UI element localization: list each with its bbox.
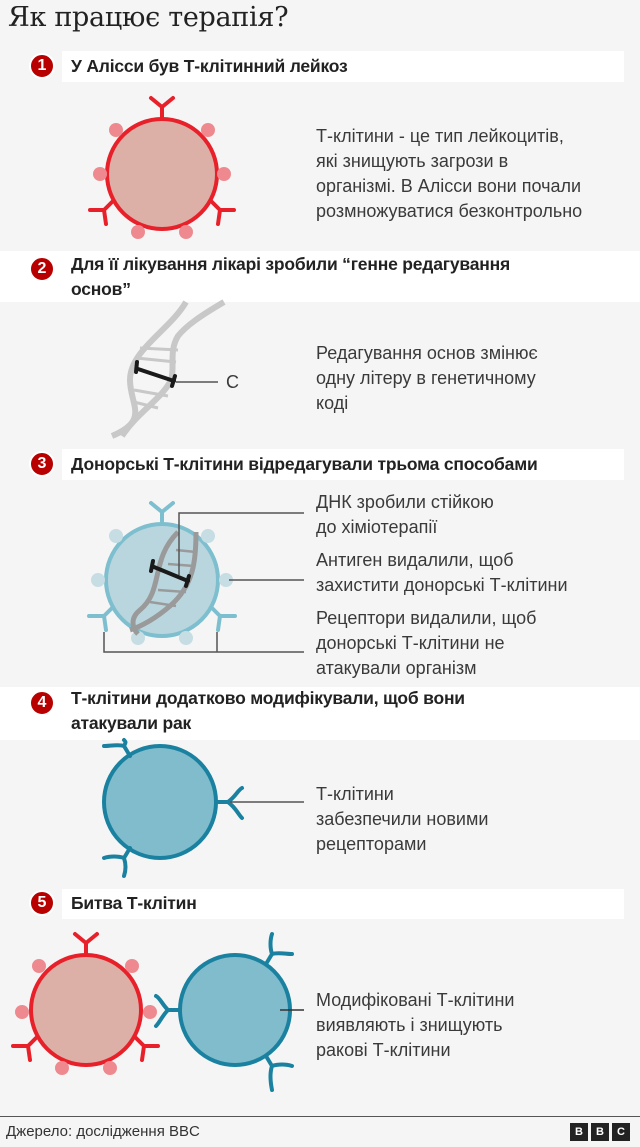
step-4-badge: 4 — [29, 690, 55, 716]
footer-divider — [0, 1116, 640, 1117]
step-1-description: Т-клітини - це тип лейкоцитів, які знищу… — [316, 126, 583, 221]
step-5-description: Модифіковані Т-клітини виявляють і знищу… — [316, 990, 515, 1060]
step-4-title: Т-клітини додатково модифікували, щоб во… — [71, 688, 465, 733]
step-2-badge: 2 — [29, 256, 55, 282]
bbc-logo-letter: B — [570, 1123, 588, 1141]
step-5-title: Битва Т-клітин — [71, 893, 197, 913]
dna-base-label: C — [226, 372, 239, 392]
step-3-badge: 3 — [29, 451, 55, 477]
step-5-header — [62, 889, 624, 919]
step-4-header — [0, 687, 640, 740]
step-1-title: У Алісси був Т-клітинний лейкоз — [71, 56, 348, 76]
source-note: Джерело: дослідження BBC — [6, 1123, 200, 1140]
step-2-title: Для її лікування лікарі зробили “генне р… — [71, 254, 510, 299]
step-4-description: Т-клітини забезпечили новими рецепторами — [316, 784, 489, 854]
annotation-dna: ДНК зробили стійкою до хіміотерапії — [316, 492, 494, 537]
step-1-badge: 1 — [29, 53, 55, 79]
step-2-header — [0, 251, 640, 302]
bbc-logo: B B C — [570, 1123, 630, 1141]
step-1-header — [62, 51, 624, 82]
step-5-badge: 5 — [29, 890, 55, 916]
bbc-logo-letter: B — [591, 1123, 609, 1141]
step-3-title: Донорські Т-клітини відредагували трьома… — [71, 454, 538, 474]
step-3-header — [62, 449, 624, 480]
step-2-description: Редагування основ змінює одну літеру в г… — [316, 343, 538, 413]
annotation-receptors: Рецептори видалили, щоб донорські Т-кліт… — [316, 608, 537, 678]
page-title: Як працює терапія? — [8, 2, 289, 33]
bbc-logo-letter: C — [612, 1123, 630, 1141]
annotation-antigen: Антиген видалили, щоб захистити донорськ… — [316, 550, 568, 595]
